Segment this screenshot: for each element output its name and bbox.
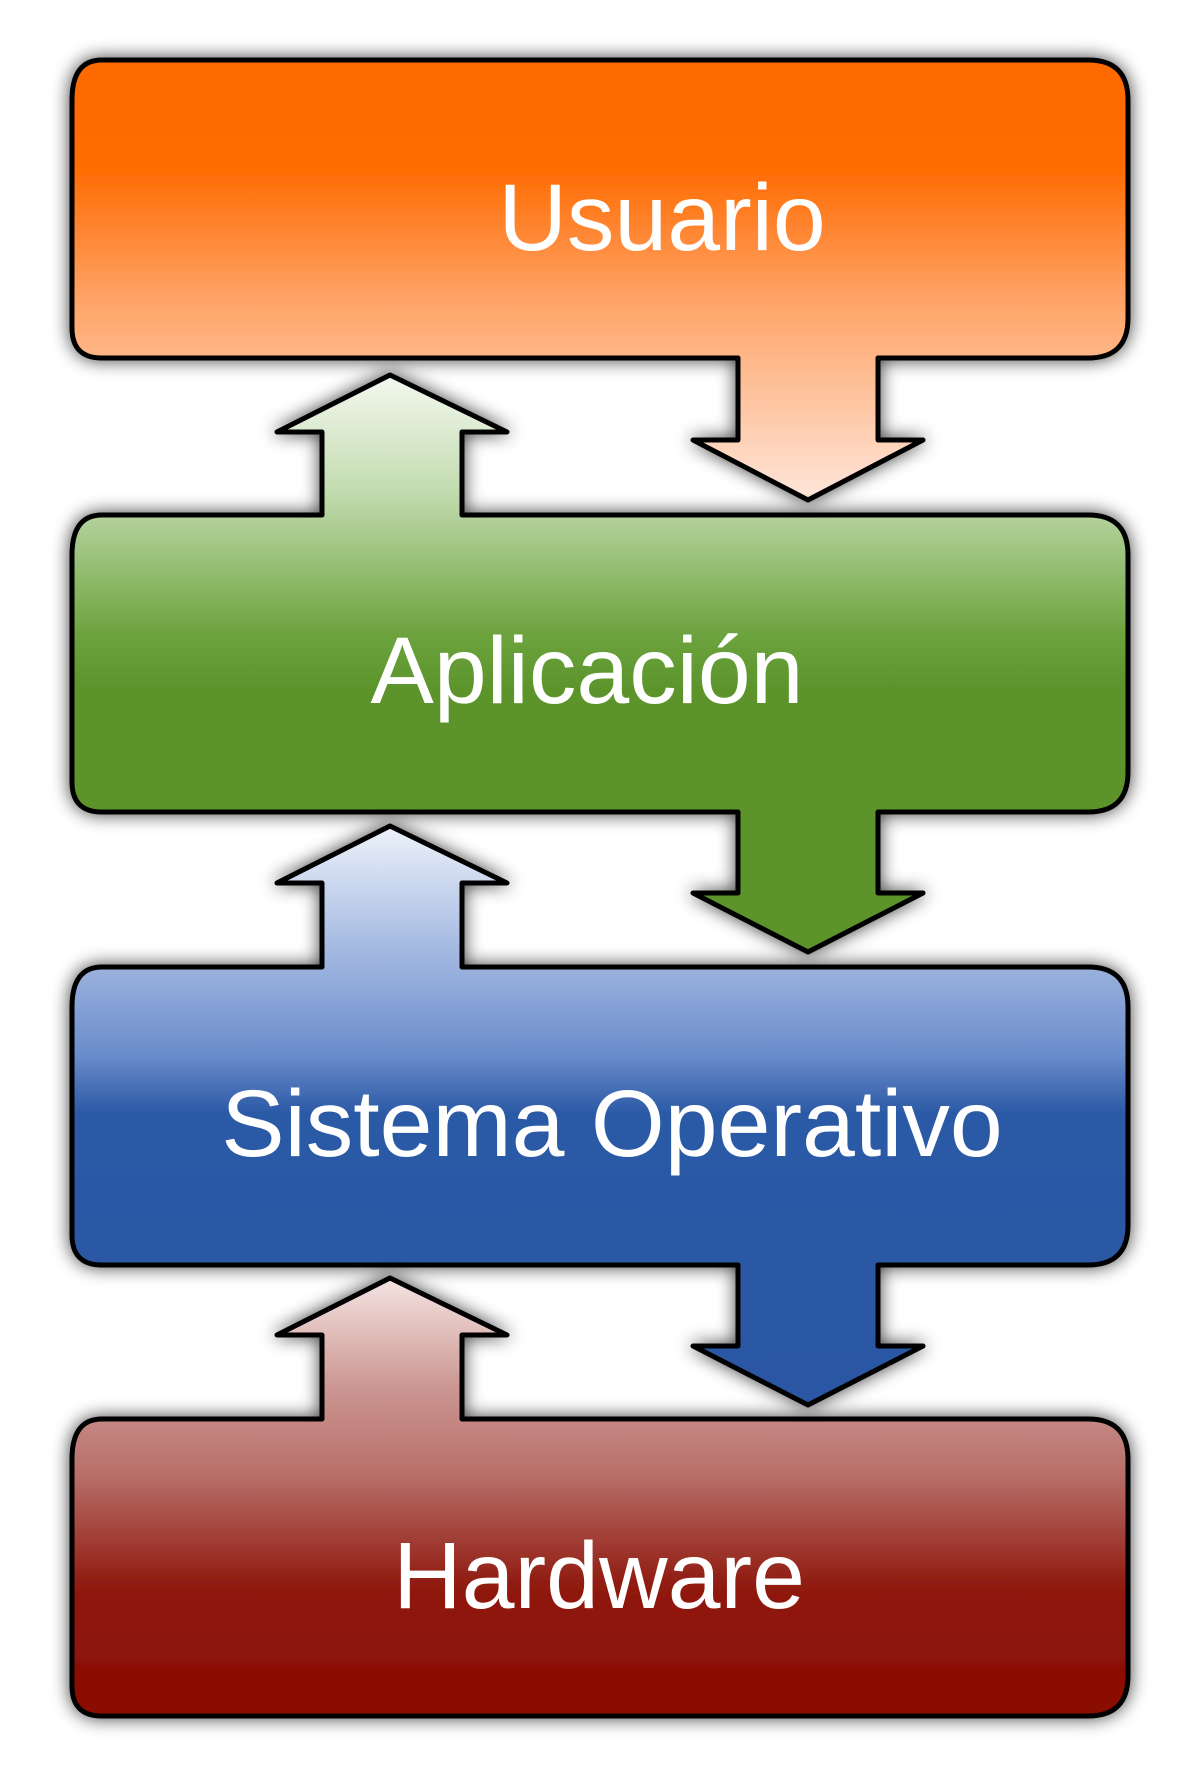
layer-hardware: [69, 1275, 1131, 1719]
hardware-label: Hardware: [393, 1523, 805, 1629]
user-label: Usuario: [498, 165, 825, 271]
application-label: Aplicación: [370, 618, 803, 724]
layer-operating-system: [69, 823, 1131, 1408]
user-block: [69, 57, 1131, 503]
hardware-block: [69, 1275, 1131, 1719]
layer-application: [69, 372, 1131, 955]
operating-system-label: Sistema Operativo: [221, 1071, 1002, 1177]
layer-user: [69, 57, 1131, 503]
operating-system-block: [69, 823, 1131, 1408]
application-block: [69, 372, 1131, 955]
